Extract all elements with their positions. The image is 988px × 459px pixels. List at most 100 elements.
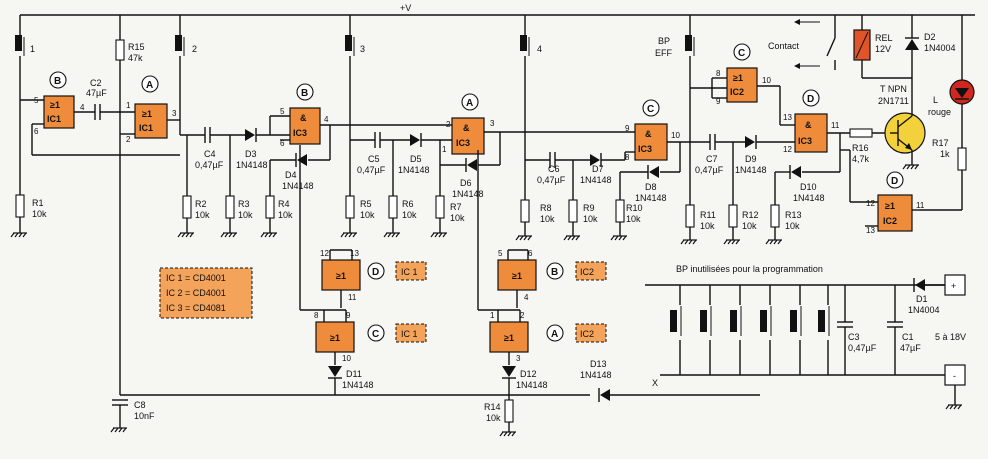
led-color: rouge bbox=[928, 107, 951, 117]
c4-value: 0,47µF bbox=[195, 160, 224, 170]
gate-ic1-d: ≥1 D IC 1 12 13 11 bbox=[320, 249, 427, 308]
ic3a-chip: IC3 bbox=[456, 138, 470, 148]
ic2b-tag: IC2 bbox=[580, 267, 594, 277]
capacitor-c1: C1 47µF bbox=[887, 285, 921, 375]
resistor-r8: R8 10k bbox=[515, 160, 555, 241]
ic3d-pin-in2: 12 bbox=[783, 145, 792, 154]
ic2a-unit: A bbox=[551, 329, 558, 340]
ic3c-pin-out: 10 bbox=[671, 131, 680, 140]
ic1a-pin-out: 3 bbox=[172, 109, 177, 118]
r4-name: R4 bbox=[278, 199, 290, 209]
ic3a-pin-out: 3 bbox=[490, 119, 495, 128]
ic1b-symbol: ≥1 bbox=[50, 100, 60, 110]
pushbutton-eff: BP EFF bbox=[655, 15, 695, 205]
ic1c-pin-in1: 8 bbox=[314, 311, 319, 320]
d12-name: D12 bbox=[520, 369, 537, 379]
d12-value: 1N4148 bbox=[516, 380, 548, 390]
d4-name: D4 bbox=[285, 170, 297, 180]
ic2d-pin-in1: 12 bbox=[866, 199, 875, 208]
r5-name: R5 bbox=[360, 199, 372, 209]
relay-name: REL bbox=[875, 33, 893, 43]
c5-name: C5 bbox=[368, 154, 380, 164]
resistor-r6: R6 10k bbox=[383, 140, 417, 238]
bp1-label: 1 bbox=[30, 44, 35, 54]
ic-legend: IC 1 = CD4001 IC 2 = CD4001 IC 3 = CD408… bbox=[159, 267, 253, 319]
legend-ic1: IC 1 = CD4001 bbox=[166, 273, 226, 283]
d8-value: 1N4148 bbox=[635, 193, 667, 203]
diode-d12: D12 1N4148 bbox=[502, 366, 548, 395]
c8-name: C8 bbox=[134, 400, 146, 410]
gate-ic3-b: & IC3 B 5 6 4 bbox=[269, 83, 350, 160]
ic3d-unit: D bbox=[807, 94, 814, 105]
ic3b-pin-in1: 5 bbox=[280, 107, 285, 116]
ic3b-pin-out: 4 bbox=[324, 115, 329, 124]
r1-name: R1 bbox=[32, 198, 44, 208]
d6-value: 1N4148 bbox=[452, 189, 484, 199]
diode-d4: D4 1N4148 bbox=[270, 153, 330, 191]
ic2c-chip: IC2 bbox=[730, 87, 744, 97]
r10-name: R10 bbox=[626, 203, 643, 213]
d5-name: D5 bbox=[410, 154, 422, 164]
gate-ic3-c: & IC3 C 9 8 10 bbox=[525, 99, 710, 172]
diode-d5: D5 1N4148 bbox=[398, 133, 452, 175]
diode-d6: D6 1N4148 bbox=[439, 140, 500, 199]
resistor-r11: R11 10k bbox=[680, 204, 716, 245]
ic2b-pin-in2: 6 bbox=[528, 249, 533, 258]
c3-name: C3 bbox=[848, 332, 860, 342]
diode-d11: D11 1N4148 bbox=[328, 366, 374, 395]
r2-name: R2 bbox=[195, 199, 207, 209]
d3-name: D3 bbox=[245, 149, 257, 159]
pushbutton-2: 2 bbox=[175, 15, 197, 110]
prog-button-3 bbox=[730, 285, 742, 375]
capacitor-c7: C7 0,47µF bbox=[695, 134, 745, 175]
r6-name: R6 bbox=[402, 199, 414, 209]
resistor-r2: R2 10k bbox=[177, 135, 210, 238]
ic3c-pin-in2: 8 bbox=[625, 153, 630, 162]
d9-value: 1N4148 bbox=[735, 165, 767, 175]
gate-ic2-b: ≥1 B IC2 5 6 4 bbox=[497, 249, 607, 308]
r15-name: R15 bbox=[128, 42, 145, 52]
c3-value: 0,47µF bbox=[848, 343, 877, 353]
ic2d-pin-out: 11 bbox=[916, 201, 925, 210]
d7-value: 1N4148 bbox=[580, 175, 612, 185]
resistor-r15: R15 47k bbox=[115, 15, 145, 395]
capacitor-c4: C4 0,47µF bbox=[180, 127, 245, 170]
r11-value: 10k bbox=[700, 221, 715, 231]
d7-name: D7 bbox=[592, 164, 604, 174]
c6-name: C6 bbox=[548, 164, 560, 174]
bp-eff-label-1: BP bbox=[658, 36, 670, 46]
prog-button-1 bbox=[670, 285, 682, 375]
ic1b-pin-in2: 6 bbox=[34, 127, 39, 136]
d2-name: D2 bbox=[924, 32, 936, 42]
ic1b-chip: IC1 bbox=[47, 114, 61, 124]
ic3b-unit: B bbox=[301, 88, 308, 99]
led: L rouge bbox=[928, 15, 975, 148]
r4-value: 10k bbox=[278, 210, 293, 220]
ic2d-unit: D bbox=[891, 176, 898, 187]
relay: REL 12V bbox=[853, 15, 912, 79]
ic2a-tag: IC2 bbox=[580, 329, 594, 339]
c8-value: 10nF bbox=[134, 411, 155, 421]
d9-name: D9 bbox=[745, 154, 757, 164]
diode-d7: D7 1N4148 bbox=[580, 153, 625, 185]
ic3c-chip: IC3 bbox=[638, 144, 652, 154]
ic1a-chip: IC1 bbox=[139, 123, 153, 133]
r8-value: 10k bbox=[540, 214, 555, 224]
r8-name: R8 bbox=[540, 203, 552, 213]
ic3d-pin-in1: 13 bbox=[783, 113, 792, 122]
gate-ic2-c: ≥1 IC2 C 8 9 10 bbox=[690, 43, 795, 126]
ic3d-chip: IC3 bbox=[798, 136, 812, 146]
resistor-r14: R14 10k bbox=[484, 395, 517, 437]
resistor-r13: R13 10k bbox=[765, 172, 802, 245]
relay-voltage: 12V bbox=[875, 44, 891, 54]
ic1a-unit: A bbox=[146, 80, 153, 91]
d6-name: D6 bbox=[460, 178, 472, 188]
r14-value: 10k bbox=[486, 413, 501, 423]
resistor-r10: R10 10k bbox=[610, 199, 643, 241]
resistor-r16: R16 4,7k bbox=[849, 128, 890, 164]
ic2c-unit: C bbox=[738, 48, 745, 59]
supply-label: +V bbox=[400, 3, 411, 13]
gate-ic1-c: ≥1 C IC 1 8 9 10 bbox=[299, 145, 427, 365]
ic3b-chip: IC3 bbox=[293, 128, 307, 138]
ic2d-symbol: ≥1 bbox=[885, 201, 895, 211]
